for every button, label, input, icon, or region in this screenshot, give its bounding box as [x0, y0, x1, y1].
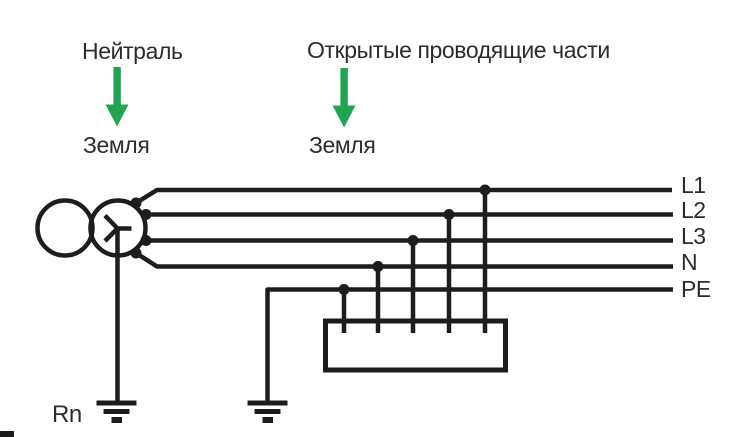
drop-lines [341, 190, 488, 333]
pe-earth-symbol-icon [247, 400, 288, 423]
exposed-earth-label: Земля [309, 132, 376, 158]
conductor-label-l1: L1 [681, 172, 706, 198]
conductor-label-l2: L2 [681, 197, 706, 223]
conductor-line-n [134, 251, 673, 269]
page-corner-mark [0, 431, 14, 437]
neutral-earth-label: Земля [83, 132, 150, 158]
conductor-line-l1 [134, 187, 672, 205]
conductor-label-l3: L3 [681, 223, 706, 249]
conductor-label-n: N [681, 249, 698, 275]
transformer-terminal-dots [130, 197, 152, 259]
neutral-down-arrow-icon [105, 67, 129, 127]
source-resistance-label: Rn [52, 401, 82, 428]
conductor-label-pe: PE [681, 276, 711, 302]
conductor-line-pe [265, 287, 673, 403]
exposed-parts-down-arrow-icon [332, 68, 356, 128]
source-earth-symbol-icon [96, 400, 137, 423]
neutral-label: Нейтраль [82, 38, 183, 64]
load-box [323, 318, 508, 373]
exposed-parts-label: Открытые проводящие части [307, 37, 610, 63]
